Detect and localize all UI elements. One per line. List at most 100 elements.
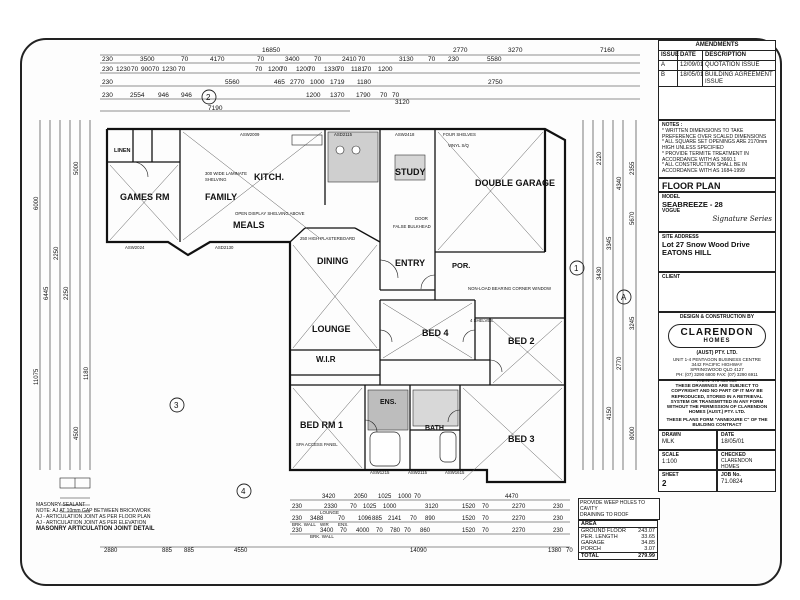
articulation-legend: MASONRY SEALANT NOTE: AJ AT 10mm GAP BET…: [36, 476, 156, 532]
dim-top-5-8: 70: [392, 92, 400, 99]
room-double: DOUBLE GARAGE: [475, 178, 555, 188]
abn: A.B.N. 478 453 655: [697, 377, 737, 383]
dim-top-3-0: 230: [102, 66, 113, 73]
dim-bot-4-8: 1520: [462, 528, 476, 534]
date-value: 18/05/01: [721, 438, 745, 445]
title-block: AMENDMENTS ISSUE DATE DESCRIPTION A 12/0…: [658, 40, 776, 586]
dim-top-2-11: 230: [448, 56, 459, 63]
grid-marker-a-label: A: [621, 293, 627, 302]
grid-marker-3-label: 3: [174, 401, 179, 410]
date-label: DATE: [721, 432, 735, 438]
plan-annotations: OPEN DISPLAY SHELVING ABOVE 300 WIDE LAM…: [125, 132, 552, 475]
bottom-dimension-lines: [100, 499, 570, 548]
site-label: SITE ADDRESS: [662, 234, 699, 240]
room-bed2: BED 2: [508, 336, 535, 346]
dim-right-5: 3245: [630, 316, 636, 330]
room-wir: W.I.R: [316, 355, 336, 364]
dim-bot-5-4: 14090: [410, 548, 427, 554]
dim-bot-4-11: 230: [553, 528, 564, 534]
dim-right-9: 3430: [597, 266, 603, 280]
dim-top-1-3: 7160: [600, 47, 615, 54]
dim-top-3-13: 70: [337, 66, 345, 73]
dim-top-4-5: 1719: [330, 79, 345, 86]
dim-bot-2-0: 230: [292, 504, 303, 510]
dim-bot-2-1: 2330: [324, 504, 338, 510]
dim-right-3: 3345: [607, 236, 613, 250]
dim-top-4-2: 465: [274, 79, 285, 86]
dim-top-2-10: 70: [428, 56, 436, 63]
logo-sub: HOMES: [703, 338, 731, 345]
site-address-box: SITE ADDRESS Lot 27 Snow Wood Drive EATO…: [658, 232, 776, 272]
dim-top-3-15: 70: [364, 66, 372, 73]
dim-top-4-4: 1000: [310, 79, 325, 86]
tiled-wet-areas: [291, 131, 459, 467]
dim-left-2: 5000: [74, 161, 80, 175]
model-sub: VOGUE: [662, 208, 681, 215]
amendment-row-b: B 18/05/01 BUILDING AGREEMENT ISSUE: [659, 69, 775, 88]
bottom-label-lounge: LOUNGE: [320, 510, 339, 515]
scale-label: SCALE: [662, 452, 679, 458]
dim-bot-4-1: 3400: [320, 528, 334, 534]
dim-top-2-7: 2410: [342, 56, 357, 63]
site-line1: Lot 27 Snow Wood Drive: [662, 239, 750, 249]
dim-top-5-1: 2554: [130, 92, 145, 99]
dim-top-4-3: 2770: [290, 79, 305, 86]
legend-aj-floor: AJ - ARTICULATION JOINT AS PER FLOOR PLA…: [36, 514, 151, 520]
dim-bot-2-4: 1000: [383, 504, 397, 510]
model-box: MODEL SEABREEZE - 28 VOGUE Signature Ser…: [658, 192, 776, 232]
note-4-shelves: 4 SHELVES: [470, 318, 493, 323]
dim-left-6: 6000: [34, 196, 40, 210]
dim-top-3-7: 70: [255, 66, 263, 73]
checked-label: CHECKED: [721, 452, 746, 458]
bottom-dim-labels: LOUNGE BRK. WALL ENS. WIR BRK. WALL: [292, 510, 349, 539]
dim-left-4: 2250: [64, 286, 70, 300]
dim-top-4-0: 230: [102, 79, 113, 86]
area-title: AREA: [579, 521, 657, 528]
dim-bot-1-3: 1000: [398, 494, 412, 500]
dim-top-3-10: 1200: [296, 66, 311, 73]
articulation-detail-sketch: [59, 477, 91, 513]
dim-bot-3-10: 2270: [512, 516, 526, 522]
room-kitch: KITCH.: [254, 172, 284, 182]
company-box: DESIGN & CONSTRUCTION BY CLARENDON HOMES…: [658, 312, 776, 383]
dim-bot-3-0: 230: [292, 516, 303, 522]
dim-bot-3-1: 3488: [310, 516, 324, 522]
notes-box: NOTES : * WRITTEN DIMENSIONS TO TAKE PRE…: [658, 120, 776, 178]
dim-left-3: 2250: [54, 246, 60, 260]
note-shelving: SHELVING: [205, 177, 227, 182]
room-dining: DINING: [317, 256, 349, 266]
note-open-display: OPEN DISPLAY SHELVING ABOVE: [235, 211, 305, 216]
legend-title: MASONRY ARTICULATION JOINT DETAIL: [36, 526, 155, 532]
dim-bot-5-5: 1380: [548, 548, 562, 554]
note-300-wide: 300 WIDE LAMINATE: [205, 171, 247, 176]
note-1: * WRITTEN DIMENSIONS TO TAKE PREFERENCE …: [662, 127, 767, 140]
dim-bot-3-7: 890: [425, 516, 436, 522]
company-logo: CLARENDON HOMES: [668, 323, 766, 349]
top-dimension-texts: 16850 2770 3270 7160 230 3500 70 4170 70…: [102, 47, 615, 112]
dim-bot-5-1: 885: [162, 548, 173, 554]
dim-bot-4-3: 4000: [356, 528, 370, 534]
dim-top-2-6: 70: [314, 56, 322, 63]
client-box: CLIENT: [658, 272, 776, 312]
drawn-label: DRAWN: [662, 432, 681, 438]
dim-bot-3-8: 1520: [462, 516, 476, 522]
bottom-label-brk-wall-2: BRK. WALL: [310, 534, 334, 539]
dim-right-7: 2770: [617, 356, 623, 370]
sheet-value: 2: [662, 478, 667, 488]
checked-value: CLARENDON HOMES: [721, 457, 753, 470]
amendments-box: AMENDMENTS ISSUE DATE DESCRIPTION A 12/0…: [658, 40, 776, 120]
dim-bot-3-3: 1096: [358, 516, 372, 522]
room-lounge: LOUNGE: [312, 324, 351, 334]
dim-top-3-16: 1200: [378, 66, 393, 73]
grid-marker-2-label: 2: [206, 93, 211, 102]
model-label: MODEL: [662, 194, 681, 200]
note-asw1615: ASW1615: [445, 470, 465, 475]
dim-top-5-3: 946: [181, 92, 192, 99]
room-bed3: BED 3: [508, 434, 535, 444]
dim-bot-1-5: 4470: [505, 494, 519, 500]
dim-bot-2-8: 2270: [512, 504, 526, 510]
dim-bot-3-9: 70: [482, 516, 489, 522]
